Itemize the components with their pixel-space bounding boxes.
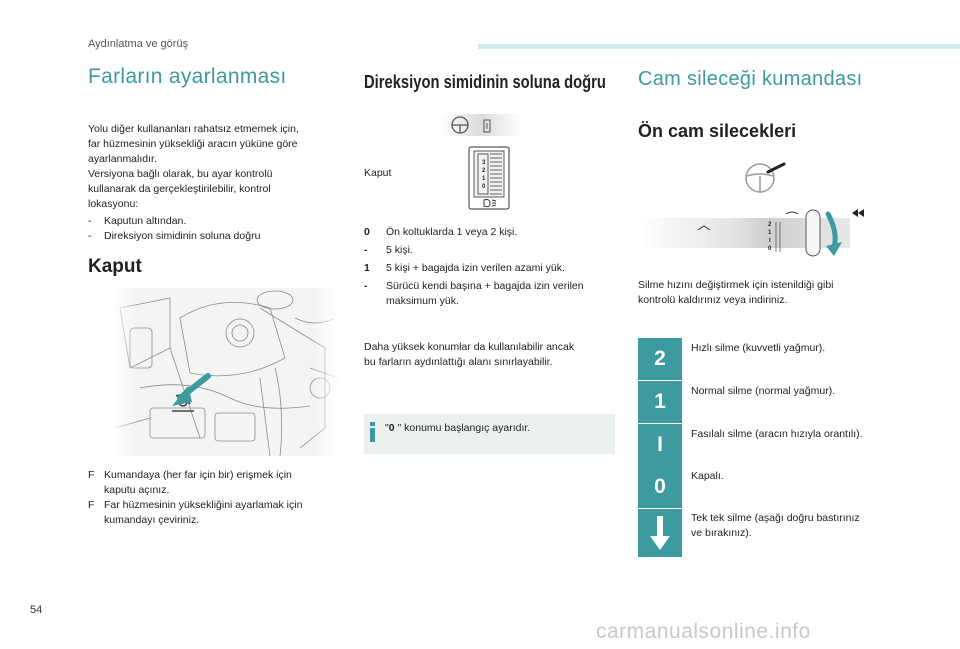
rewind-icon bbox=[852, 209, 864, 217]
washer-symbol-icon bbox=[785, 211, 799, 215]
lever-mark: I bbox=[769, 238, 771, 244]
watermark: carmanualsonline.info bbox=[596, 620, 811, 643]
steering-column-icon bbox=[440, 114, 522, 136]
higher-positions-note: Daha yüksek konumlar da kullanılabilir a… bbox=[364, 341, 575, 368]
location-item: - Kaputun altından. bbox=[88, 215, 187, 227]
position-item: 1 5 kişi + bagajda izin verilen azami yü… bbox=[364, 262, 565, 274]
intro-line: far hüzmesinin yüksekliği aracın yüküne … bbox=[88, 138, 298, 150]
intro-paragraph: Yolu diğer kullananları rahatsız etmemek… bbox=[88, 122, 299, 212]
info-icon bbox=[370, 422, 375, 442]
lever-mark: 2 bbox=[768, 222, 772, 228]
mode-description: Tek tek silme (aşağı doğru bastırınız ve… bbox=[691, 512, 860, 539]
off-badge: 0 bbox=[638, 466, 682, 508]
dial-mark: 1 bbox=[482, 176, 486, 182]
lever-mark: 0 bbox=[768, 246, 772, 252]
intro-line: Versiyona bağlı olarak, bu ayar kontrolü bbox=[88, 168, 273, 180]
location-item: - Direksiyon simidinin soluna doğru bbox=[88, 230, 261, 242]
header-bar bbox=[478, 44, 960, 49]
intro-line: kullanarak da gerçekleştirilebilir, kont… bbox=[88, 183, 271, 195]
lever-mark: 1 bbox=[768, 230, 772, 236]
speed-1-badge: 1 bbox=[638, 381, 682, 423]
headlamp-dial-icon: 3 2 1 0 bbox=[468, 146, 510, 210]
steering-wheel-icon bbox=[745, 162, 786, 193]
position-list: 0 Ön koltuklarda 1 veya 2 kişi. - 5 kişi… bbox=[364, 225, 614, 309]
kaput-steps: F Kumandaya (her far için bir) erişmek i… bbox=[88, 468, 348, 528]
dial-mark: 0 bbox=[482, 184, 486, 190]
kaput-title: Kaput bbox=[88, 256, 142, 277]
engine-bay-illustration bbox=[110, 288, 340, 456]
info-box bbox=[364, 414, 615, 454]
headlight-adjust-title: Farların ayarlanması bbox=[88, 65, 287, 88]
wiper-stalk-illustration: 2 1 I 0 bbox=[638, 209, 886, 257]
mode-description: Kapalı. bbox=[691, 470, 724, 482]
section-header: Aydınlatma ve görüş bbox=[88, 38, 189, 50]
intro-line: ayarlanmalıdır. bbox=[88, 153, 157, 165]
dial-mark: 2 bbox=[482, 168, 486, 174]
intro-line: lokasyonu: bbox=[88, 198, 139, 210]
wiper-symbol-icon bbox=[697, 225, 711, 231]
kaput-label: Kaput bbox=[364, 167, 392, 179]
mode-description: Normal silme (normal yağmur). bbox=[691, 385, 836, 397]
location-list: - Kaputun altından. - Direksiyon simidin… bbox=[88, 214, 348, 244]
page-number: 54 bbox=[30, 604, 43, 616]
speed-2-badge: 2 bbox=[638, 338, 682, 380]
position-item: 0 Ön koltuklarda 1 veya 2 kişi. bbox=[364, 226, 518, 238]
intermittent-badge: I bbox=[638, 424, 682, 466]
wiper-control-title: Cam sileceği kumandası bbox=[638, 68, 863, 90]
intro-line: Yolu diğer kullananları rahatsız etmemek… bbox=[88, 123, 299, 135]
headlamp-symbol-icon bbox=[483, 199, 497, 208]
position-item: - Sürücü kendi başına + bagajda izin ver… bbox=[364, 280, 584, 307]
step-item: F Far hüzmesinin yüksekliğini ayarlamak … bbox=[88, 499, 303, 526]
wiper-description: Silme hızını değiştirmek için istenildiğ… bbox=[638, 279, 834, 306]
mode-description: Hızlı silme (kuvvetli yağmur). bbox=[691, 342, 826, 354]
steering-left-title: Direksiyon simidinin soluna doğru bbox=[364, 72, 606, 92]
mode-description: Fasılalı silme (aracın hızıyla orantılı)… bbox=[691, 428, 863, 440]
dial-mark: 3 bbox=[482, 160, 486, 166]
windscreen-wipers-subtitle: Ön cam silecekleri bbox=[638, 121, 797, 141]
step-item: F Kumandaya (her far için bir) erişmek i… bbox=[88, 469, 292, 496]
info-text: "0 " konumu başlangıç ayarıdır. bbox=[385, 422, 531, 434]
down-arrow-icon bbox=[650, 516, 670, 550]
single-wipe-badge bbox=[638, 509, 682, 557]
position-item: - 5 kişi. bbox=[364, 244, 413, 256]
